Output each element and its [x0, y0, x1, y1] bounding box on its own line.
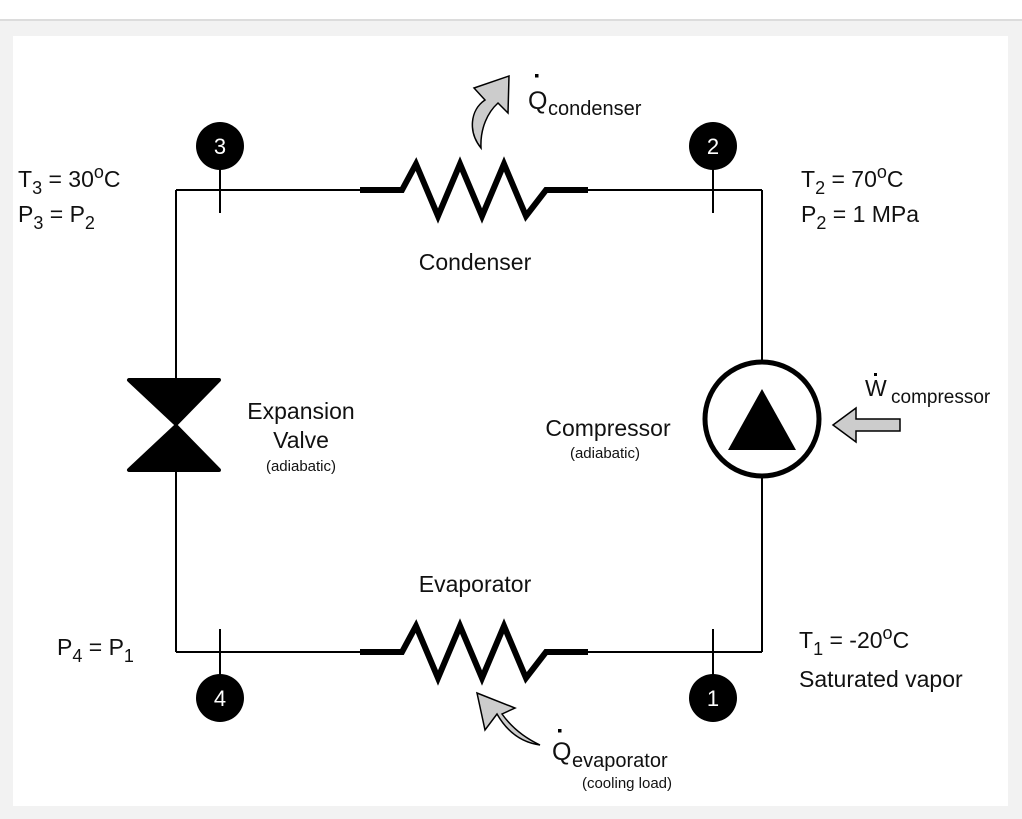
expansion-valve-icon — [127, 378, 221, 472]
q-evaporator-symbol: Q — [552, 738, 571, 766]
state-3-pressure: P3 = P2 — [18, 201, 95, 233]
w-compressor-label: W compressor — [865, 373, 991, 408]
state-node-1-number: 1 — [707, 686, 719, 711]
evaporator-coil — [360, 618, 588, 686]
compressor-label: Compressor — [545, 415, 671, 441]
expansion-valve-note: (adiabatic) — [266, 458, 336, 475]
q-evaporator-arrow-icon — [475, 691, 541, 746]
diagram-panel: Condenser Evaporator Expansion Valve (ad… — [13, 36, 1008, 806]
refrigeration-cycle-diagram: Condenser Evaporator Expansion Valve (ad… — [18, 74, 991, 792]
q-condenser-label: Q condenser — [528, 74, 642, 120]
expansion-valve-label-line2: Valve — [273, 427, 329, 453]
q-evaporator-note: (cooling load) — [582, 775, 672, 792]
state-node-2: 2 — [689, 122, 737, 170]
state-4-pressure: P4 = P1 — [57, 634, 134, 666]
state-node-2-number: 2 — [707, 134, 719, 159]
q-condenser-arrow-icon — [471, 74, 510, 151]
state-4-conditions: P4 = P1 — [57, 634, 134, 666]
q-condenser-dot — [535, 74, 539, 78]
compressor-note: (adiabatic) — [570, 445, 640, 462]
state-node-4: 4 — [196, 674, 244, 722]
condenser-coil — [360, 156, 588, 224]
state-node-1: 1 — [689, 674, 737, 722]
q-evaporator-subscript: evaporator — [572, 750, 668, 772]
q-evaporator-dot — [558, 729, 562, 733]
state-2-conditions: T2 = 70oC P2 = 1 MPa — [801, 162, 919, 233]
state-1-temperature: T1 = -20oC — [799, 623, 909, 659]
evaporator-label: Evaporator — [419, 571, 532, 597]
state-3-conditions: T3 = 30oC P3 = P2 — [18, 162, 121, 233]
q-condenser-subscript: condenser — [548, 98, 642, 120]
state-node-3-number: 3 — [214, 134, 226, 159]
w-compressor-subscript: compressor — [891, 387, 991, 408]
top-bar — [0, 0, 1022, 21]
state-1-conditions: T1 = -20oC Saturated vapor — [799, 623, 963, 692]
state-node-3: 3 — [196, 122, 244, 170]
compressor-icon — [702, 359, 822, 479]
state-3-temperature: T3 = 30oC — [18, 162, 121, 198]
state-1-phase: Saturated vapor — [799, 666, 963, 692]
q-condenser-symbol: Q — [528, 87, 547, 115]
state-node-4-number: 4 — [214, 686, 226, 711]
state-2-temperature: T2 = 70oC — [801, 162, 904, 198]
work-input-arrow-icon — [831, 406, 901, 444]
expansion-valve-label-line1: Expansion — [247, 398, 354, 424]
pipe-loop — [175, 189, 763, 653]
w-compressor-symbol: W — [865, 375, 887, 401]
state-2-pressure: P2 = 1 MPa — [801, 201, 919, 233]
q-evaporator-label: Q evaporator (cooling load) — [552, 729, 672, 792]
w-compressor-dot — [874, 373, 877, 376]
condenser-label: Condenser — [419, 249, 532, 275]
